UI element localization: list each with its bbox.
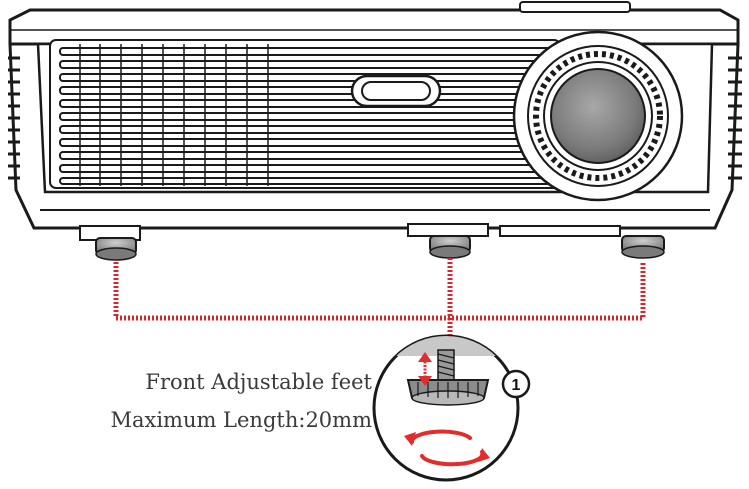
connector-lines [113, 258, 646, 340]
callout-badge: 1 [501, 369, 531, 399]
height-arrow-icon [418, 352, 432, 386]
max-length-label: Maximum Length:20mm [110, 408, 372, 432]
magnified-foot-callout: 1 [372, 334, 531, 482]
foot-left [95, 237, 137, 261]
foot-center [429, 235, 471, 259]
foot-right [621, 235, 665, 259]
projector-illustration [8, 1, 742, 241]
feet-title-label: Front Adjustable feet [145, 370, 372, 394]
callout-number: 1 [512, 377, 521, 394]
